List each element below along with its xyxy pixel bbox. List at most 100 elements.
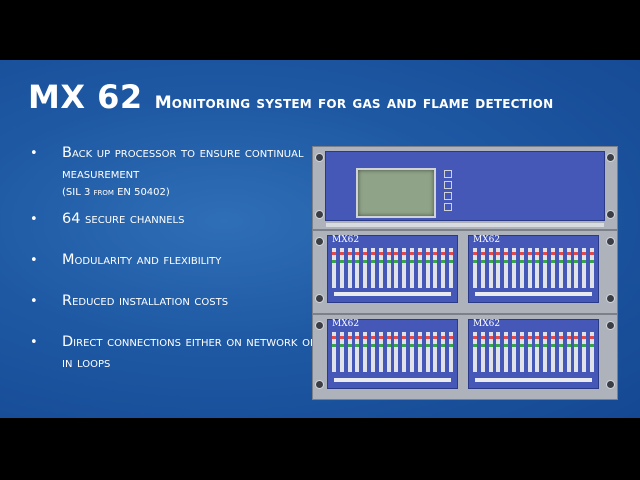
channel-card — [519, 248, 524, 288]
channel-card — [425, 248, 430, 288]
feature-text: Direct connections either on network or … — [62, 334, 317, 371]
channel-card — [504, 248, 509, 288]
feature-note: (SIL 3 from EN 50402) — [62, 187, 170, 198]
channel-card — [332, 248, 336, 288]
channel-module: MX62 — [327, 319, 458, 389]
channel-card — [347, 332, 352, 372]
channel-card — [488, 248, 493, 288]
screw-icon — [315, 153, 324, 162]
channel-card — [589, 332, 594, 372]
mx62-device-image: MX62 MX62 MX62 — [312, 146, 618, 400]
screw-icon — [606, 153, 615, 162]
bullet-icon: • — [30, 212, 38, 227]
channel-card — [519, 332, 524, 372]
channel-card — [378, 248, 383, 288]
channel-card — [543, 332, 548, 372]
channel-card — [496, 248, 501, 288]
bullet-icon: • — [30, 335, 38, 350]
channel-card — [582, 248, 587, 288]
keypad — [444, 170, 452, 214]
channel-card — [589, 248, 594, 288]
controller-panel — [325, 151, 605, 227]
channel-card — [473, 248, 477, 288]
feature-item: • Modularity and flexibility — [28, 250, 318, 291]
screw-icon — [315, 294, 324, 303]
channel-card — [409, 248, 414, 288]
screw-icon — [606, 294, 615, 303]
channel-rack: MX62 MX62 — [312, 314, 618, 400]
channel-card — [480, 332, 485, 372]
channel-card — [378, 332, 383, 372]
feature-text: Back up processor to ensure continual me… — [62, 145, 304, 182]
channel-card — [425, 332, 430, 372]
product-name: MX 62 — [28, 78, 143, 116]
controller-rack — [312, 146, 618, 230]
channel-card — [394, 332, 399, 372]
screw-icon — [606, 210, 615, 219]
channel-card — [402, 332, 407, 372]
channel-card — [332, 332, 336, 372]
channel-card — [394, 248, 399, 288]
channel-card — [347, 248, 352, 288]
module-label: MX62 — [332, 235, 360, 245]
screw-icon — [315, 380, 324, 389]
channel-card — [582, 332, 587, 372]
channel-card — [480, 248, 485, 288]
channel-card — [566, 332, 571, 372]
channel-card — [511, 332, 516, 372]
channel-card — [473, 332, 477, 372]
channel-card — [417, 332, 422, 372]
channel-module: MX62 — [468, 235, 599, 303]
channel-card — [433, 332, 438, 372]
module-label: MX62 — [473, 235, 501, 245]
feature-list: • Back up processor to ensure continual … — [28, 143, 318, 374]
channel-card — [558, 332, 563, 372]
screw-icon — [315, 237, 324, 246]
module-bar — [475, 292, 592, 296]
channel-card — [409, 332, 414, 372]
channel-card — [417, 248, 422, 288]
module-label: MX62 — [332, 319, 360, 329]
module-bar — [334, 292, 451, 296]
feature-item: • Reduced installation costs — [28, 291, 318, 332]
channel-card — [504, 332, 509, 372]
key-icon — [444, 170, 452, 178]
channel-card — [363, 248, 368, 288]
channel-cards — [332, 248, 453, 288]
channel-card — [370, 332, 375, 372]
channel-card — [433, 248, 438, 288]
channel-cards — [473, 248, 594, 288]
channel-card — [574, 332, 579, 372]
channel-card — [339, 248, 344, 288]
channel-card — [448, 332, 453, 372]
screw-icon — [315, 210, 324, 219]
channel-card — [558, 248, 563, 288]
lcd-display — [356, 168, 436, 218]
channel-card — [566, 248, 571, 288]
key-icon — [444, 203, 452, 211]
channel-card — [370, 248, 375, 288]
screw-icon — [606, 380, 615, 389]
channel-cards — [332, 332, 453, 372]
channel-card — [511, 248, 516, 288]
module-bar — [475, 378, 592, 382]
key-icon — [444, 181, 452, 189]
channel-rack: MX62 MX62 — [312, 230, 618, 314]
product-subtitle: Monitoring system for gas and flame dete… — [154, 93, 554, 113]
channel-card — [488, 332, 493, 372]
channel-card — [527, 332, 532, 372]
screw-icon — [606, 237, 615, 246]
channel-card — [496, 332, 501, 372]
channel-module: MX62 — [468, 319, 599, 389]
rack-strip — [326, 223, 604, 227]
channel-card — [386, 248, 391, 288]
bullet-icon: • — [30, 146, 38, 161]
channel-card — [527, 248, 532, 288]
key-icon — [444, 192, 452, 200]
channel-card — [550, 248, 555, 288]
feature-item: • Back up processor to ensure continual … — [28, 143, 318, 209]
channel-card — [543, 248, 548, 288]
feature-text: Modularity and flexibility — [62, 252, 222, 268]
channel-card — [441, 332, 446, 372]
